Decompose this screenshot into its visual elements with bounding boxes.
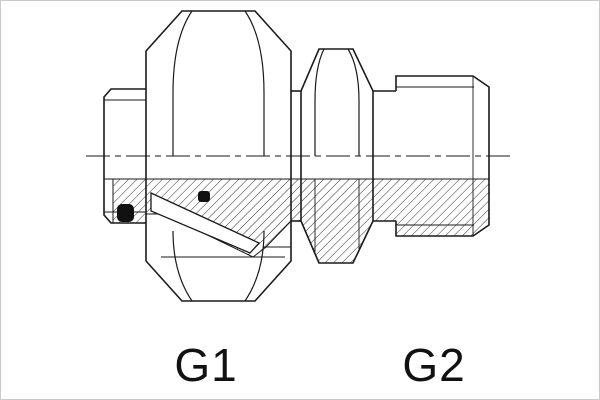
large-hex-nut-outline-top bbox=[145, 10, 292, 156]
swivel-nut-curve-right bbox=[244, 230, 265, 302]
lower-outline bbox=[103, 156, 490, 302]
small-hex-chamfer-curve-right bbox=[347, 48, 360, 156]
upper-outline bbox=[103, 10, 490, 236]
large-hex-chamfer-curve-left bbox=[172, 10, 193, 156]
g1-port-stub-outline-top bbox=[103, 88, 146, 156]
o-ring-seal-small bbox=[198, 191, 210, 202]
small-hex-chamfer-curve-left bbox=[314, 48, 325, 156]
swivel-nut-outline-bottom bbox=[145, 156, 292, 302]
seals bbox=[117, 191, 210, 222]
small-hex-outline-bottom bbox=[300, 156, 374, 264]
g1-label: G1 bbox=[174, 339, 237, 391]
small-hex-outline-top bbox=[300, 48, 374, 156]
o-ring-seal-large bbox=[117, 204, 134, 222]
g2-thread-outline-top bbox=[395, 75, 490, 156]
swivel-nut-curve-left bbox=[172, 230, 193, 302]
g1-port-stub-outline-bottom bbox=[103, 156, 146, 224]
large-hex-chamfer-curve-right bbox=[244, 10, 265, 156]
sealing-cone-void bbox=[150, 191, 261, 254]
g2-thread-outline-bottom bbox=[395, 156, 490, 237]
g2-label: G2 bbox=[402, 339, 465, 391]
